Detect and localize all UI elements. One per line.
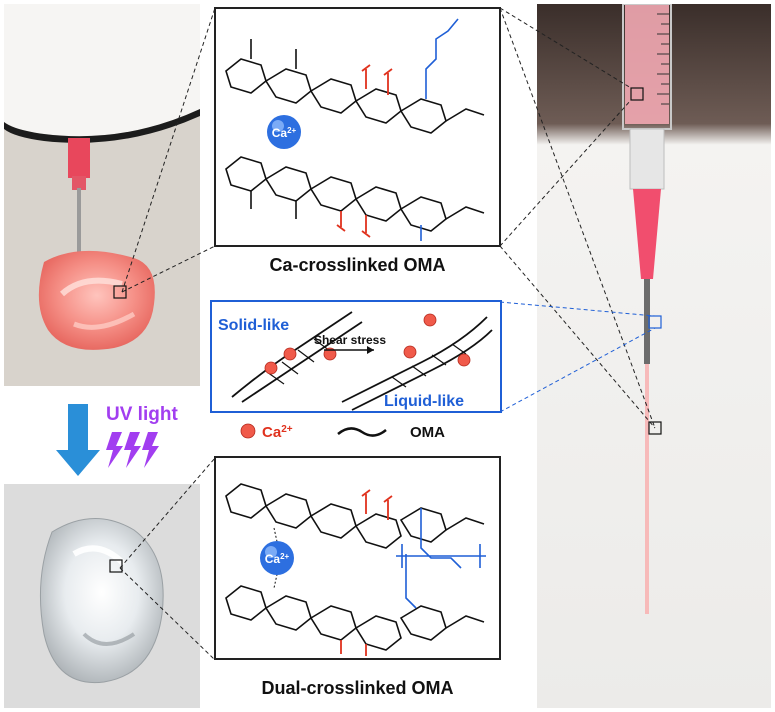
pink-gel-illustration (4, 4, 200, 386)
dual-crosslinked-caption: Dual-crosslinked OMA (261, 678, 454, 698)
legend: Ca2+ OMA (238, 418, 488, 446)
ca-crosslinked-structure-panel: Ca2+ (214, 7, 501, 247)
ca-ion-legend-marker (240, 423, 256, 439)
oma-legend-marker (337, 427, 387, 437)
ion-label-bottom: Ca2+ (265, 552, 290, 567)
legend-svg: Ca2+ OMA (240, 423, 445, 442)
shear-thinning-box: Shear stress Solid-like Liquid-like (210, 300, 502, 413)
uv-light-svg: UV light (56, 404, 178, 476)
ca-crosslinked-structure-svg: Ca2+ (225, 18, 485, 241)
oma-legend-label: OMA (410, 424, 445, 441)
dual-crosslinked-structure-panel: Ca2+ (214, 456, 501, 660)
down-arrow-icon (56, 404, 100, 476)
solid-like-label: Solid-like (218, 317, 289, 334)
dual-crosslinked-structure-svg: Ca2+ (225, 483, 486, 656)
lightning-bolt-icon (106, 432, 159, 468)
ca-crosslinked-caption: Ca-crosslinked OMA (269, 255, 446, 275)
photo-syringe (537, 4, 771, 708)
shear-stress-label: Shear stress (314, 333, 386, 347)
shear-thinning-svg: Shear stress Solid-like Liquid-like (218, 311, 493, 411)
liquid-like-label: Liquid-like (384, 393, 464, 410)
ion-label-top: Ca2+ (272, 126, 297, 141)
syringe-illustration (537, 4, 771, 708)
ca-ion-legend-label: Ca2+ (262, 424, 293, 442)
clear-gel-illustration (4, 484, 200, 708)
photo-clear-gel (4, 484, 200, 708)
photo-pink-gel (4, 4, 200, 386)
uv-light-label: UV light (106, 404, 178, 425)
uv-light-indicator: UV light (44, 398, 204, 480)
